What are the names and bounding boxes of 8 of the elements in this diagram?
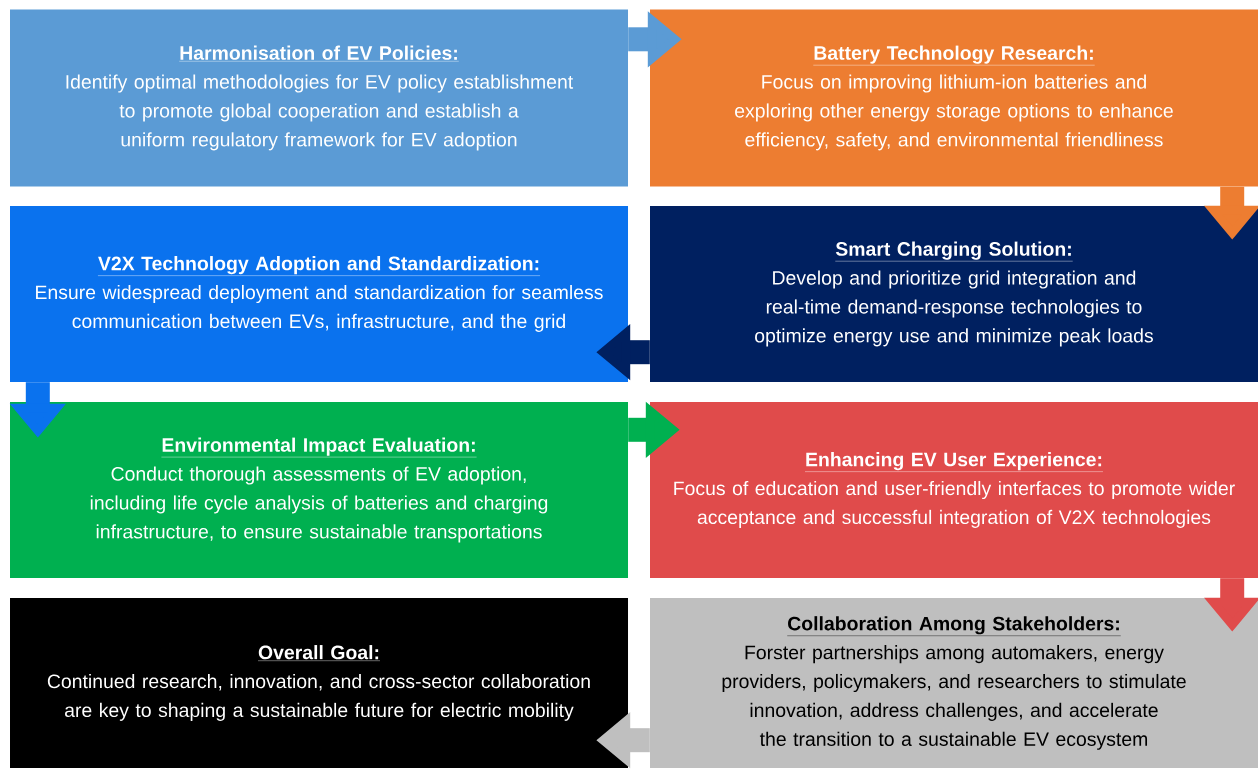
info-box: Enhancing EV User Experience: Focus of education and user-friendly interfaces to promote wider acceptance and successful integration of V2X technologies — [650, 402, 1258, 578]
info-box: Harmonisation of EV Policies: Identify optimal methodologies for EV policy establishment to promote global cooperation and establish a uniform regulatory framework for EV adoption — [10, 9, 628, 187]
info-box: Battery Technology Research: Focus on improving lithium-ion batteries and exploring other energy storage options to enhance efficiency, safety, and environmental friendliness — [650, 9, 1258, 187]
info-box: Overall Goal: Continued research, innovation, and cross-sector collaboration are key to shaping a sustainable future for electric mobility — [10, 598, 628, 768]
info-box: V2X Technology Adoption and Standardization: Ensure widespread deployment and standardization for seamless communication between EVs, infrastructure, and the grid — [10, 206, 628, 382]
info-box: Collaboration Among Stakeholders: Forster partnerships among automakers, energy providers, policymakers, and researchers to stimulate innovation, address challenges, and accelerate the transition to a sustainable EV ecosystem — [650, 598, 1258, 768]
info-box: Smart Charging Solution: Develop and prioritize grid integration and real-time demand-response technologies to optimize energy use and minimize peak loads — [650, 206, 1258, 382]
info-box: Environmental Impact Evaluation: Conduct thorough assessments of EV adoption, including life cycle analysis of batteries and charging infrastructure, to ensure sustainable transportations — [10, 402, 628, 578]
